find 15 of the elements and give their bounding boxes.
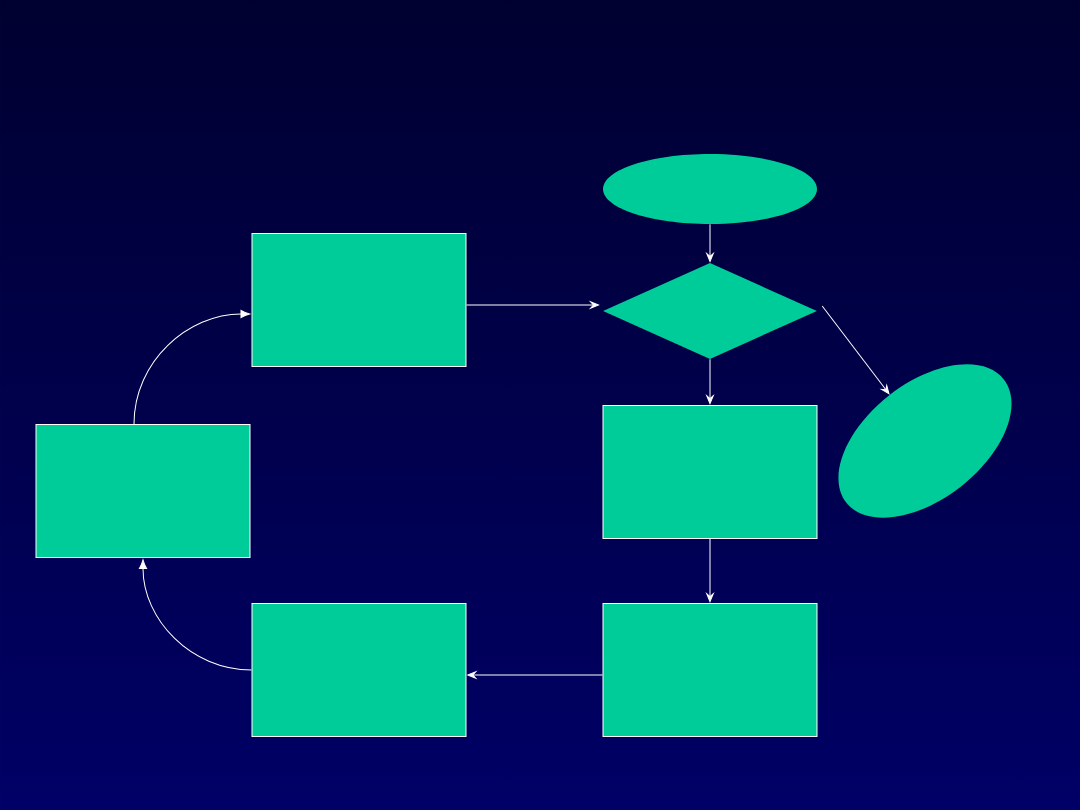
arrow [138,559,252,671]
decision-diamond [603,263,817,359]
process-box [602,405,818,539]
arrow [821,305,890,395]
arrow [706,358,714,405]
process-box [602,603,818,737]
arrow [133,309,251,425]
arrow [706,223,714,262]
arrow [467,671,603,679]
process-box [251,233,467,367]
arrow [706,538,714,603]
arrow [466,301,599,309]
process-box [35,424,251,558]
ellipse-shape [603,154,817,224]
process-box [251,603,467,737]
